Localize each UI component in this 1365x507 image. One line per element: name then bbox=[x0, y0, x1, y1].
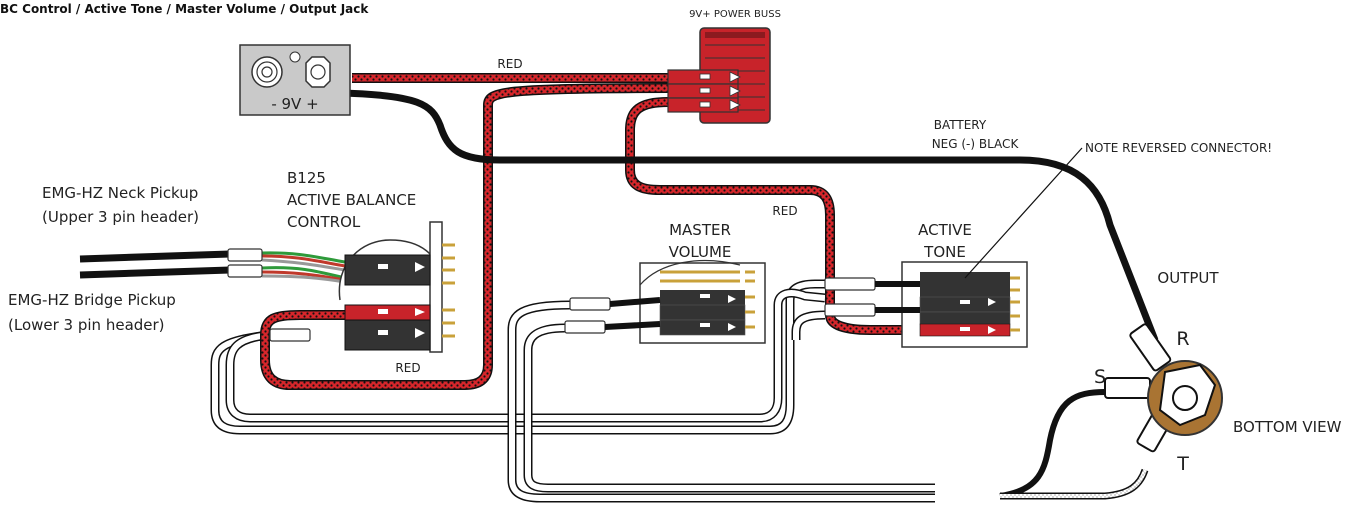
jack-t-label: T bbox=[1176, 453, 1189, 475]
neck-label-line2: (Upper 3 pin header) bbox=[42, 208, 199, 226]
master-label-line2: VOLUME bbox=[669, 243, 732, 261]
red-power-wires bbox=[260, 73, 920, 390]
battery-clip-label: - 9V + bbox=[271, 95, 318, 113]
b125-label-line2: ACTIVE BALANCE bbox=[287, 191, 416, 209]
bridge-label-line2: (Lower 3 pin header) bbox=[8, 316, 165, 334]
pickup-cables bbox=[79, 250, 346, 284]
red-label-top: RED bbox=[497, 57, 522, 71]
red-label-bottom: RED bbox=[395, 361, 420, 375]
note-leader-line bbox=[964, 147, 1083, 279]
b125-label-line1: B125 bbox=[287, 169, 326, 187]
master-volume bbox=[564, 259, 766, 344]
power-buss-label: 9V+ POWER BUSS bbox=[689, 9, 781, 20]
power-buss bbox=[667, 27, 771, 124]
output-jack bbox=[1104, 323, 1223, 453]
jack-r-label: R bbox=[1176, 328, 1189, 350]
master-label-line1: MASTER bbox=[669, 221, 731, 239]
battery-label-line1: BATTERY bbox=[934, 118, 987, 132]
tone-label-line1: ACTIVE bbox=[918, 221, 972, 239]
bridge-label-line1: EMG-HZ Bridge Pickup bbox=[8, 291, 176, 309]
b125-balance-control bbox=[338, 221, 455, 353]
note-label: NOTE REVERSED CONNECTOR! bbox=[1085, 141, 1272, 155]
bottom-view-label: BOTTOM VIEW bbox=[1233, 418, 1342, 436]
red-label-mid: RED bbox=[772, 204, 797, 218]
sleeve-wire bbox=[999, 389, 1106, 499]
b125-label-line3: CONTROL bbox=[287, 213, 361, 231]
tone-label-line2: TONE bbox=[923, 243, 966, 261]
battery-label-line2: NEG (-) BLACK bbox=[932, 137, 1020, 151]
diagram-title: BC Control / Active Tone / Master Volume… bbox=[0, 2, 369, 16]
black-battery-wire bbox=[339, 89, 1159, 342]
jack-s-label: S bbox=[1094, 366, 1106, 388]
neck-label-line1: EMG-HZ Neck Pickup bbox=[42, 184, 198, 202]
tip-wire-shield bbox=[1000, 469, 1147, 498]
pickup-connectors bbox=[227, 248, 311, 342]
battery-clip: - 9V + bbox=[239, 44, 351, 116]
active-tone bbox=[824, 261, 1028, 348]
white-output-cables bbox=[210, 279, 935, 503]
output-label: OUTPUT bbox=[1157, 269, 1219, 287]
